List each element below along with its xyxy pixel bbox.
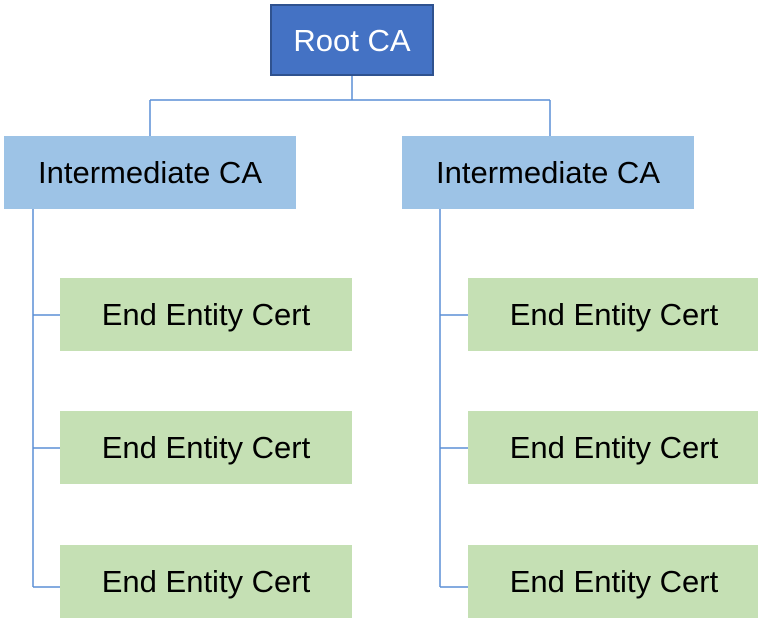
root-ca-label: Root CA — [293, 22, 411, 58]
end-entity-cert-label: End Entity Cert — [509, 564, 719, 599]
end-entity-cert-label: End Entity Cert — [101, 297, 311, 332]
intermediate-ca-label: Intermediate CA — [38, 155, 262, 190]
end-entity-cert-label: End Entity Cert — [101, 430, 311, 465]
root-connector — [149, 76, 551, 136]
intermediate-ca-node-right: Intermediate CA — [402, 136, 694, 209]
end-entity-cert-node: End Entity Cert — [60, 411, 352, 484]
end-entity-cert-label: End Entity Cert — [101, 564, 311, 599]
end-entity-cert-node: End Entity Cert — [60, 545, 352, 618]
end-entity-cert-label: End Entity Cert — [509, 430, 719, 465]
end-entity-cert-node: End Entity Cert — [468, 278, 758, 351]
end-entity-cert-node: End Entity Cert — [468, 411, 758, 484]
end-entity-cert-label: End Entity Cert — [509, 297, 719, 332]
intermediate-ca-label: Intermediate CA — [436, 155, 660, 190]
intermediate-ca-node-left: Intermediate CA — [4, 136, 296, 209]
root-ca-node: Root CA — [270, 4, 434, 76]
end-entity-cert-node: End Entity Cert — [468, 545, 758, 618]
end-entity-cert-node: End Entity Cert — [60, 278, 352, 351]
